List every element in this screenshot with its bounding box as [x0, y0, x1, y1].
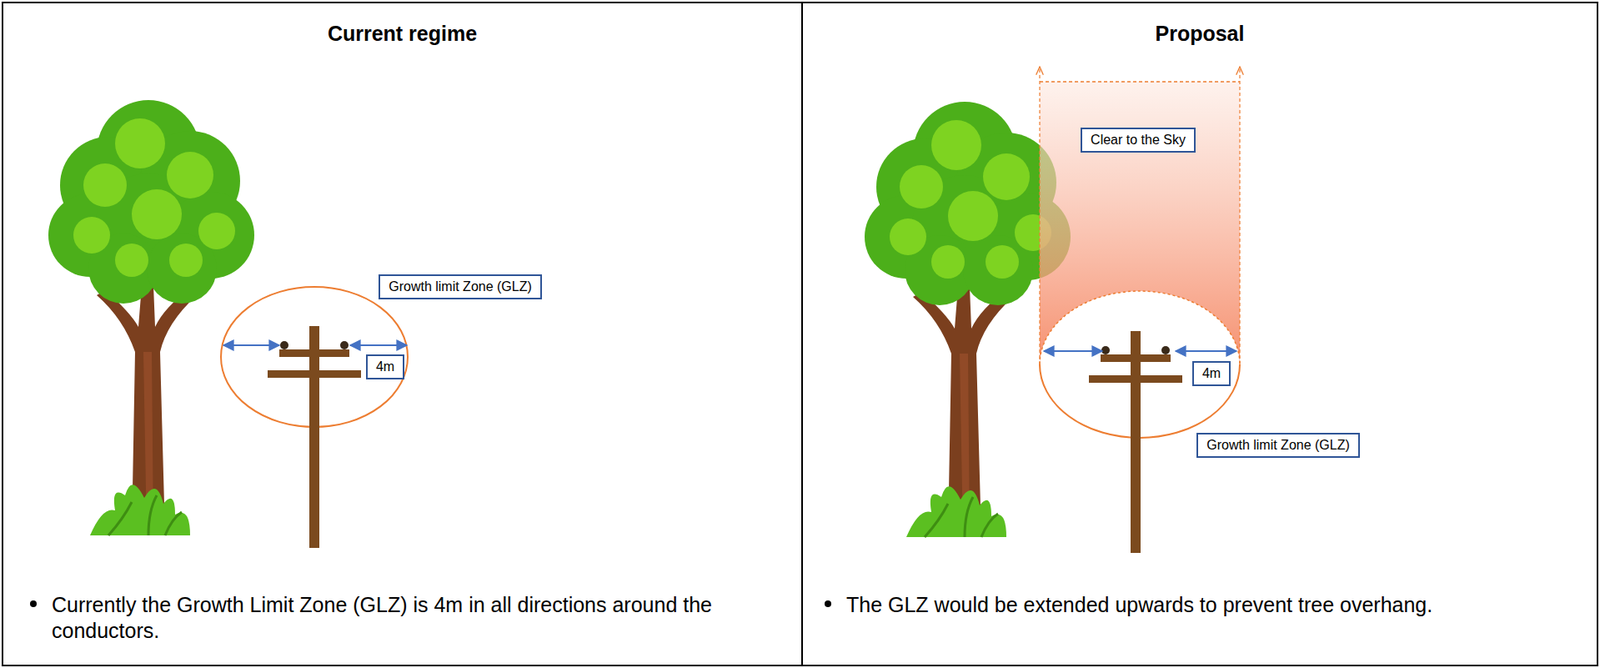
dimension-box: 4m [366, 354, 405, 380]
panel-heading: Proposal [802, 21, 1597, 46]
label-text: 4m [1202, 366, 1221, 381]
label-text: Growth limit Zone (GLZ) [1206, 437, 1350, 452]
label-text: 4m [376, 359, 395, 374]
callout-box: Growth limit Zone (GLZ) [1196, 432, 1360, 458]
panel-heading: Current regime [3, 21, 802, 46]
bullet-text: Currently the Growth Limit Zone (GLZ) is… [51, 591, 794, 644]
bullet-dot [824, 600, 832, 607]
callout-box: Growth limit Zone (GLZ) [378, 274, 542, 300]
dimension-box: 4m [1192, 361, 1231, 387]
comparison-panel: Current regimeCurrently the Growth Limit… [1, 1, 803, 667]
callout-box: Clear to the Sky [1080, 127, 1196, 153]
label-text: Growth limit Zone (GLZ) [388, 279, 532, 294]
bullet-text: The GLZ would be extended upwards to pre… [846, 591, 1580, 618]
comparison-panel: ProposalThe GLZ would be extended upward… [801, 1, 1599, 667]
label-text: Clear to the Sky [1090, 132, 1186, 147]
bullet-dot [30, 600, 37, 607]
